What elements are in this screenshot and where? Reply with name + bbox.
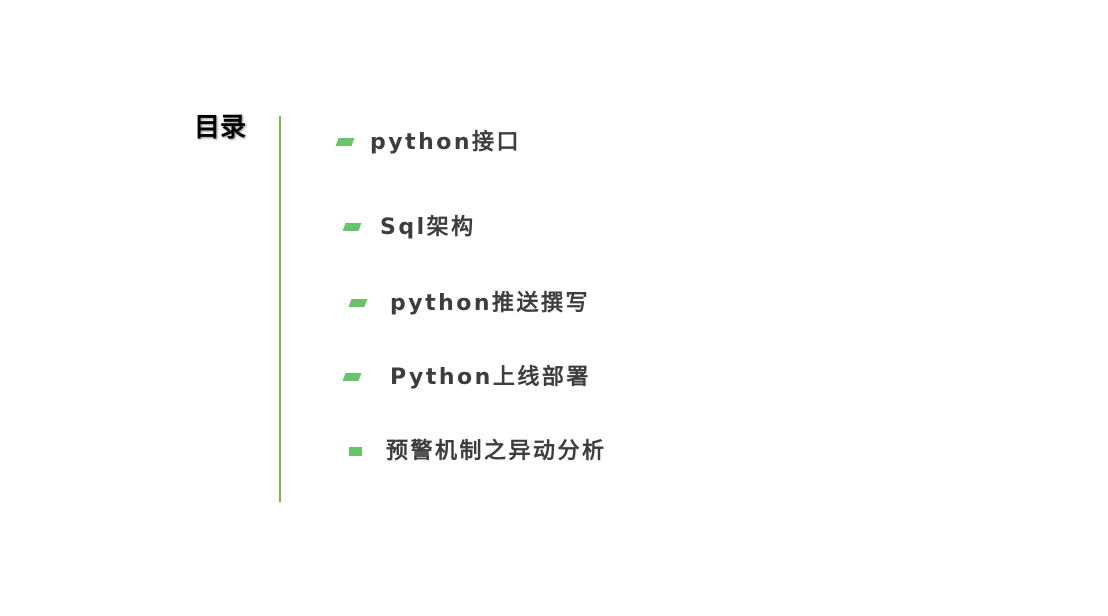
bullet-icon — [342, 223, 362, 231]
bullet-icon — [349, 447, 362, 456]
toc-item-label: python接口 — [370, 130, 522, 155]
toc-item-label: Sql架构 — [380, 215, 476, 240]
toc-item-label: python推送撰写 — [390, 291, 591, 316]
bullet-icon — [342, 373, 362, 381]
bullet-icon — [348, 299, 368, 307]
toc-item-label: Python上线部署 — [390, 365, 591, 390]
bullet-icon — [335, 138, 355, 146]
toc-title: 目录 — [194, 113, 247, 143]
toc-item-label: 预警机制之异动分析 — [386, 439, 607, 464]
divider-line — [279, 116, 281, 502]
